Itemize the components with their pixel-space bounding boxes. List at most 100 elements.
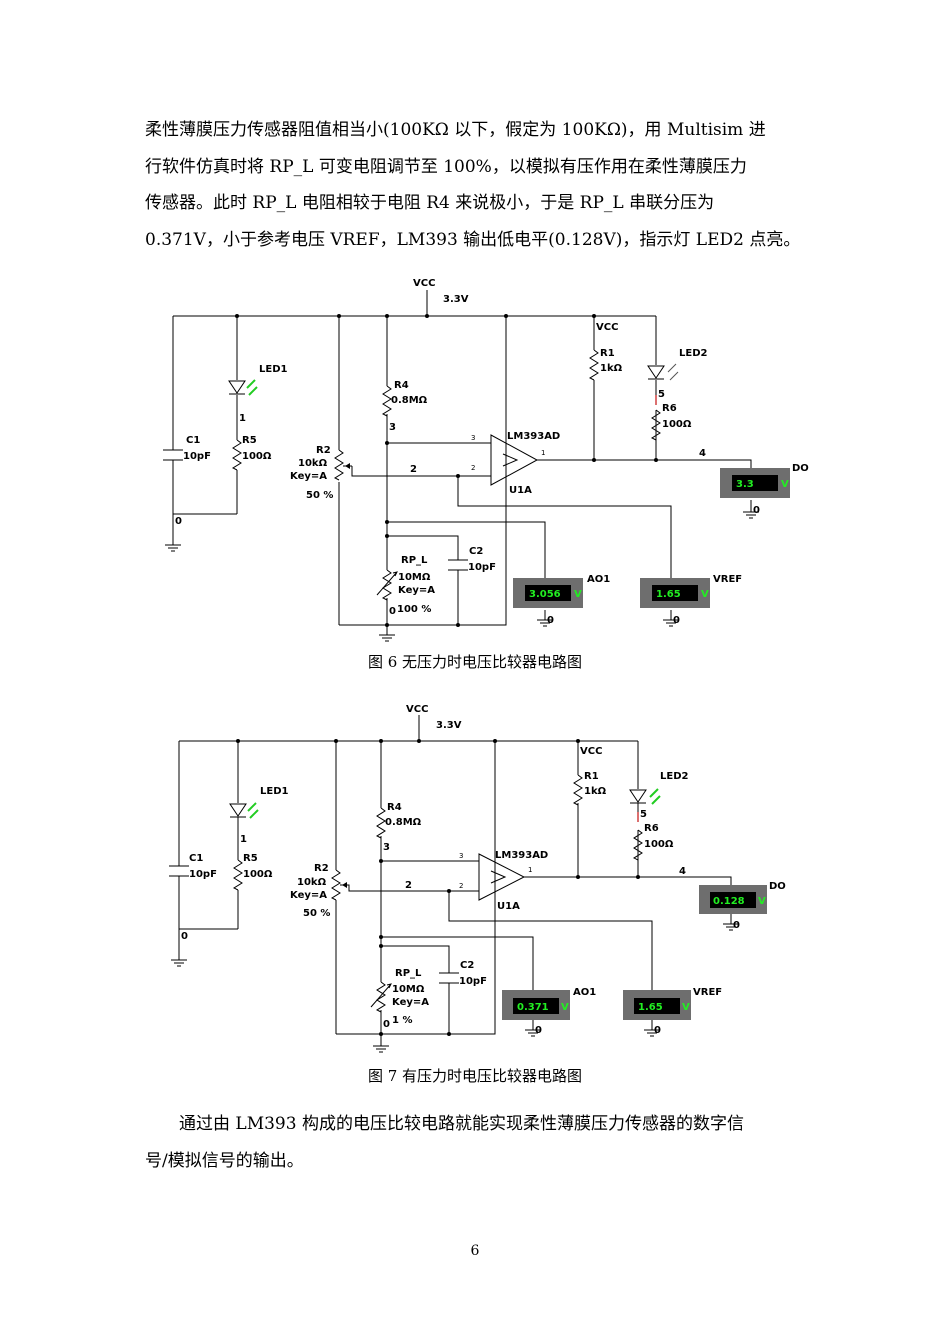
meter-do: 0.128 V [699,885,767,914]
led1-label: LED1 [260,786,289,797]
meter-do: 3.3 V [720,468,790,498]
c2-label: C2 [469,546,483,557]
net-label: 3 [389,422,396,433]
net-label: 0 [383,1019,390,1030]
net-label: 2 [410,464,417,475]
page-number: 6 [470,1243,480,1259]
gnd-label: 0 [547,615,554,626]
c2-value: 10pF [459,976,487,987]
ic-label: LM393AD [495,850,548,861]
meter-do-value: 3.3 [736,479,754,490]
rpl-key: Key=A [398,585,435,596]
vcc-label: VCC [413,278,435,289]
c1-label: C1 [186,435,200,446]
r4-label: R4 [387,802,402,813]
net-label: 0 [175,516,182,527]
meter-ao1: 0.371 V [502,990,570,1020]
net-label: 1 [239,413,246,424]
meter-unit: V [758,896,766,907]
net-label: 3 [383,842,390,853]
r1-label: R1 [584,771,599,782]
c1-value: 10pF [183,451,211,462]
paragraph-1: 柔性薄膜压力传感器阻值相当小(100KΩ 以下，假定为 100KΩ)，用 Mul… [145,112,810,258]
gnd-label: 0 [654,1025,661,1036]
pin-label: 3 [459,852,463,860]
pin-label: 1 [528,866,532,874]
wires [163,290,759,642]
ao1-label: AO1 [587,574,610,585]
r5-value: 100Ω [242,451,272,462]
meter-unit: V [682,1002,690,1013]
pin-label: 2 [471,464,475,472]
r1-value: 1kΩ [600,363,623,374]
meter-unit: V [701,589,709,600]
meter-unit: V [574,589,582,600]
vcc-value: 3.3V [443,294,469,305]
net-label: 2 [405,880,412,891]
led2-label: LED2 [660,771,689,782]
r1-value: 1kΩ [584,786,607,797]
do-label: DO [792,463,809,474]
rpl-percent: 100 % [397,604,431,615]
meter-vref-value: 1.65 [638,1002,663,1013]
text-line: 通过由 LM393 构成的电压比较电路就能实现柔性薄膜压力传感器的数字信 [179,1114,744,1134]
net-label: 0 [389,606,396,617]
rpl-value: 10MΩ [398,572,431,583]
net-label: 4 [699,448,706,459]
meter-vref: 1.65 V [640,578,710,608]
component-labels: VCC 3.3V VCC LED1 1 C1 10pF R5 100Ω 0 R2… [181,704,786,1036]
led2-label: LED2 [679,348,708,359]
meter-ao1-value: 0.371 [517,1002,549,1013]
component-labels: VCC 3.3V VCC LED1 1 C1 10pF R5 100Ω 0 R2… [175,278,809,626]
circuit-diagram-fig7: 0.128 V 0.371 V 1.65 V VCC 3.3V VCC LED1… [169,704,786,1053]
r6-label: R6 [662,403,677,414]
r4-label: R4 [394,380,409,391]
net-label: 5 [658,389,665,400]
meter-unit: V [561,1002,569,1013]
gnd-label: 0 [535,1025,542,1036]
r2-label: R2 [316,445,331,456]
r6-value: 100Ω [644,839,674,850]
circuit-diagram-fig6: 3.3 V 3.056 V 1.65 V VCC 3.3V VCC LED1 1… [163,278,809,642]
r5-value: 100Ω [243,869,273,880]
r4-value: 0.8MΩ [385,817,422,828]
paragraph-2: 通过由 LM393 构成的电压比较电路就能实现柔性薄膜压力传感器的数字信 号/模… [145,1106,810,1179]
net-label: 0 [181,931,188,942]
u1-label: U1A [497,901,520,912]
gnd-label: 0 [733,920,740,931]
r5-label: R5 [242,435,257,446]
vcc2-label: VCC [596,322,618,333]
ic-label: LM393AD [507,431,560,442]
r5-label: R5 [243,853,258,864]
r2-label: R2 [314,863,329,874]
meter-vref-value: 1.65 [656,589,681,600]
r2-value: 10kΩ [298,458,328,469]
c1-value: 10pF [189,869,217,880]
led1-label: LED1 [259,364,288,375]
net-label: 4 [679,866,686,877]
meter-ao1: 3.056 V [513,578,583,608]
vcc2-label: VCC [580,746,602,757]
figure-caption: 图 6 无压力时电压比较器电路图 [367,653,583,671]
r2-key: Key=A [290,890,327,901]
c2-value: 10pF [468,562,496,573]
net-label: 5 [640,809,647,820]
r4-value: 0.8MΩ [391,395,428,406]
r6-label: R6 [644,823,659,834]
net-label: 1 [240,834,247,845]
r2-key: Key=A [290,471,327,482]
pin-label: 2 [459,882,463,890]
c2-label: C2 [460,960,474,971]
pin-label: 3 [471,434,475,442]
r6-value: 100Ω [662,419,692,430]
do-label: DO [769,881,786,892]
u1-label: U1A [509,485,532,496]
vcc-value: 3.3V [436,720,462,731]
r2-percent: 50 % [306,490,333,501]
text-line: 号/模拟信号的输出。 [145,1150,304,1171]
figure-caption: 图 7 有压力时电压比较器电路图 [367,1067,583,1085]
vref-label: VREF [693,987,722,998]
pin-label: 1 [541,449,545,457]
rpl-label: RP_L [401,555,428,566]
meter-ao1-value: 3.056 [529,589,561,600]
